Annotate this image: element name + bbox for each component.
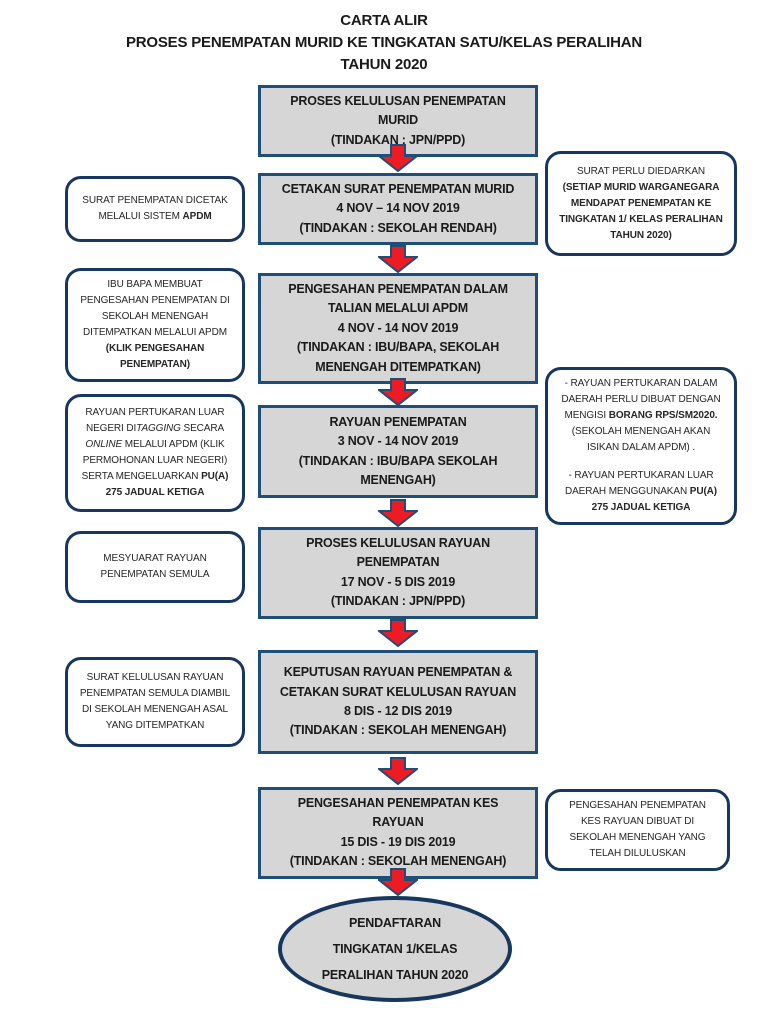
node-line: CETAKAN SURAT PENEMPATAN MURID: [281, 182, 515, 196]
node-line: (TINDAKAN : JPN/PPD): [330, 132, 466, 147]
node-line: (TINDAKAN : SEKOLAH MENENGAH): [289, 723, 507, 738]
node-line: 4 NOV - 14 NOV 2019: [337, 320, 459, 335]
node-line: 3 NOV - 14 NOV 2019: [337, 434, 459, 449]
flow-node-proses-kelulusan-rayuan: PROSES KELULUSAN RAYUAN PENEMPATAN 17 NO…: [258, 527, 538, 619]
node-line: PENGESAHAN PENEMPATAN KES RAYUAN: [297, 796, 499, 830]
note-text: MESYUARAT RAYUAN PENEMPATAN SEMULA: [100, 553, 210, 580]
node-line: 4 NOV – 14 NOV 2019: [336, 201, 460, 216]
node-line: (TINDAKAN : IBU/BAPA SEKOLAH MENENGAH): [298, 453, 498, 487]
note-text: SURAT PERLU DIEDARKAN (SETIAP MURID WARG…: [559, 165, 723, 241]
flow-node-pengesahan-kes-rayuan: PENGESAHAN PENEMPATAN KES RAYUAN 15 DIS …: [258, 787, 538, 879]
down-arrow-icon: [378, 144, 418, 172]
note-surat-kelulusan-rayuan: SURAT KELULUSAN RAYUAN PENEMPATAN SEMULA…: [65, 657, 245, 747]
note-surat-penempatan-dicetak: SURAT PENEMPATAN DICETAK MELALUI SISTEM …: [65, 176, 245, 242]
node-line: (TINDAKAN : JPN/PPD): [330, 594, 466, 609]
node-line: RAYUAN PENEMPATAN: [329, 414, 467, 429]
flow-node-cetakan-surat: CETAKAN SURAT PENEMPATAN MURID 4 NOV – 1…: [258, 173, 538, 246]
down-arrow-icon: [378, 378, 418, 406]
node-line: (TINDAKAN : SEKOLAH RENDAH): [299, 220, 497, 235]
flow-node-pengesahan-dalam-talian: PENGESAHAN PENEMPATAN DALAM TALIAN MELAL…: [258, 273, 538, 384]
node-line: (TINDAKAN : IBU/BAPA, SEKOLAH MENENGAH D…: [296, 340, 500, 374]
note-text: PENGESAHAN PENEMPATAN KES RAYUAN DIBUAT …: [569, 800, 706, 859]
node-line: CETAKAN SURAT KELULUSAN RAYUAN: [279, 684, 517, 699]
node-line: 17 NOV - 5 DIS 2019: [340, 574, 456, 589]
note-pengesahan-kes-rayuan: PENGESAHAN PENEMPATAN KES RAYUAN DIBUAT …: [545, 789, 730, 871]
note-rayuan-pertukaran-daerah: - RAYUAN PERTUKARAN DALAM DAERAH PERLU D…: [545, 367, 737, 525]
node-line: 8 DIS - 12 DIS 2019: [343, 704, 453, 718]
down-arrow-icon: [378, 619, 418, 647]
node-line: KEPUTUSAN RAYUAN PENEMPATAN &: [283, 665, 513, 680]
terminal-line: PENDAFTARAN: [348, 915, 441, 930]
note-rayuan-pertukaran-luar-negeri: RAYUAN PERTUKARAN LUAR NEGERI DITAGGING …: [65, 394, 245, 512]
down-arrow-icon: [378, 245, 418, 273]
node-line: PROSES KELULUSAN PENEMPATAN MURID: [290, 94, 506, 128]
note-text: SURAT KELULUSAN RAYUAN PENEMPATAN SEMULA…: [79, 672, 231, 731]
note-text: SURAT PENEMPATAN DICETAK MELALUI SISTEM …: [82, 195, 228, 222]
terminal-line: TINGKATAN 1/KELAS: [332, 941, 458, 956]
flow-node-rayuan-penempatan: RAYUAN PENEMPATAN 3 NOV - 14 NOV 2019 (T…: [258, 405, 538, 498]
title-line-1: CARTA ALIR: [340, 12, 428, 29]
node-line: 15 DIS - 19 DIS 2019: [340, 834, 456, 849]
node-line: PENGESAHAN PENEMPATAN DALAM TALIAN MELAL…: [288, 282, 508, 316]
flow-node-keputusan-rayuan: KEPUTUSAN RAYUAN PENEMPATAN & CETAKAN SU…: [258, 650, 538, 754]
note-text: RAYUAN PERTUKARAN LUAR NEGERI DITAGGING …: [81, 407, 229, 498]
down-arrow-icon: [378, 499, 418, 527]
note-text: - RAYUAN PERTUKARAN DALAM DAERAH PERLU D…: [561, 378, 721, 453]
title-line-3: TAHUN 2020: [340, 56, 428, 73]
note-text: IBU BAPA MEMBUAT PENGESAHAN PENEMPATAN D…: [80, 279, 230, 370]
terminal-line: PERALIHAN TAHUN 2020: [321, 968, 469, 983]
flow-terminal-pendaftaran: PENDAFTARAN TINGKATAN 1/KELAS PERALIHAN …: [278, 896, 512, 1002]
node-line: (TINDAKAN : SEKOLAH MENENGAH): [289, 854, 507, 869]
page-title: CARTA ALIR PROSES PENEMPATAN MURID KE TI…: [0, 10, 768, 76]
note-surat-perlu-diedarkan: SURAT PERLU DIEDARKAN (SETIAP MURID WARG…: [545, 151, 737, 256]
down-arrow-icon: [378, 757, 418, 785]
note-ibu-bapa-pengesahan: IBU BAPA MEMBUAT PENGESAHAN PENEMPATAN D…: [65, 268, 245, 382]
down-arrow-icon: [378, 868, 418, 896]
node-line: PROSES KELULUSAN RAYUAN PENEMPATAN: [306, 536, 490, 570]
title-line-2: PROSES PENEMPATAN MURID KE TINGKATAN SAT…: [125, 34, 643, 51]
note-mesyuarat-rayuan: MESYUARAT RAYUAN PENEMPATAN SEMULA: [65, 531, 245, 603]
note-text: - RAYUAN PERTUKARAN LUAR DAERAH MENGGUNA…: [564, 470, 718, 513]
